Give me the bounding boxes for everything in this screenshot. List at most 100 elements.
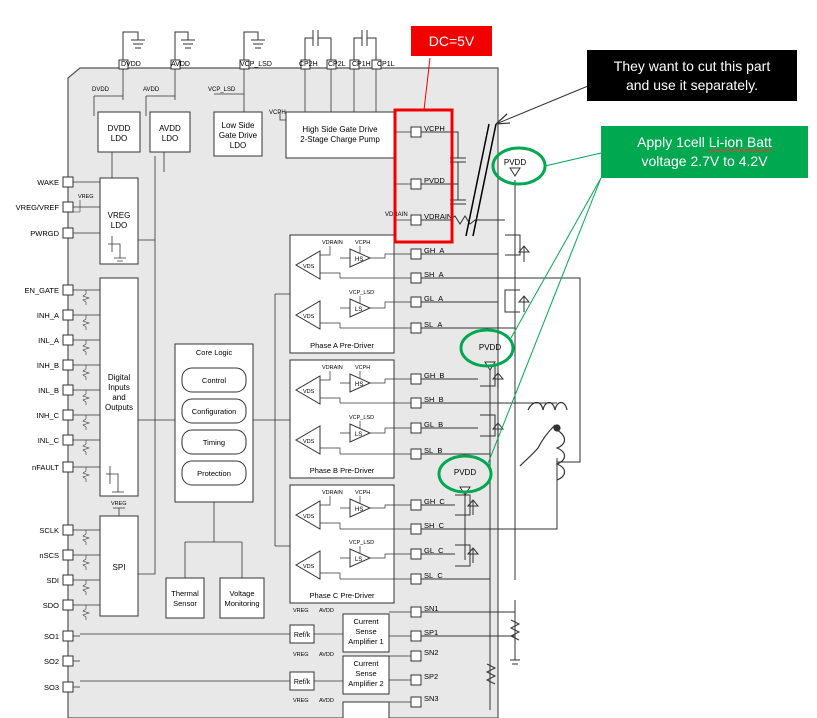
csa1-line1: Current xyxy=(353,617,379,626)
battery-line1-b: Li-ion Batt xyxy=(708,134,772,150)
left-pin-inl-b: INL_B xyxy=(38,384,100,405)
right-pin-sn2: SN2 xyxy=(410,648,439,662)
pd-vdrain-label: VDRAIN xyxy=(322,365,343,371)
right-pin-label: SH_C xyxy=(424,521,445,530)
dc-5v-text: DC=5V xyxy=(428,33,475,49)
battery-line2: voltage 2.7V to 4.2V xyxy=(641,153,768,169)
left-pin-inl-a: INL_A xyxy=(38,334,100,355)
right-pin-sp2: SP2 xyxy=(410,672,438,686)
pd-hs-label: HS xyxy=(355,382,363,388)
right-pin-label: SL_A xyxy=(424,320,442,329)
pd-vcph-label: VCPH xyxy=(355,365,370,371)
voltage-monitoring-block: Voltage Monitoring xyxy=(219,577,265,619)
pvdd-label-3: PVDD xyxy=(454,468,476,477)
pin-cp2l-label: CP2L xyxy=(328,61,346,68)
inner-vreg-spi: VREG xyxy=(111,501,127,507)
left-pin-column: WAKEVREG/VREFPWRGDEN_GATEINH_AINL_AINH_B… xyxy=(16,176,100,693)
cut-part-line2: and use it separately. xyxy=(625,76,759,93)
csa1-line3: Amplifier 1 xyxy=(348,637,383,646)
battery-line1: Apply 1cell Li-ion Batt xyxy=(637,133,772,152)
right-pin-label: VCPH xyxy=(424,124,445,133)
left-pin-label: EN_GATE xyxy=(25,286,59,295)
dc-pointer-line xyxy=(423,57,431,111)
charge-pump-block: High Side Gate Drive 2-Stage Charge Pump xyxy=(285,111,395,159)
internal-wiring xyxy=(138,156,290,578)
left-pin-inh-b: INH_B xyxy=(37,359,100,380)
left-pin-inl-c: INL_C xyxy=(38,434,100,455)
batt-pointer-lines xyxy=(486,152,602,467)
thermal-line2: Sensor xyxy=(173,599,197,608)
cut-part-line1: They want to cut this part xyxy=(613,57,771,74)
right-pin-label: VDRAIN xyxy=(424,212,452,221)
lsgd-line3: LDO xyxy=(230,141,246,150)
timing-label: Timing xyxy=(203,438,225,447)
digital-io-block: Digital Inputs and Outputs xyxy=(99,277,139,497)
pd-vcp-lsd-label: VCP_LSD xyxy=(349,540,374,546)
pvdd-label-1: PVDD xyxy=(504,158,526,167)
right-pin-label: SH_A xyxy=(424,270,444,279)
csa2-line3: Amplifier 2 xyxy=(348,679,383,688)
left-pin-en-gate: EN_GATE xyxy=(25,284,100,305)
csa3-vreg: VREG xyxy=(293,698,309,704)
predriver-title: Phase A Pre-Driver xyxy=(310,341,374,350)
digital-io-line2: Inputs xyxy=(108,383,130,392)
left-pin-sdo: SDO xyxy=(43,599,100,620)
left-pin-label: INH_A xyxy=(37,311,59,320)
left-pin-inh-c: INH_C xyxy=(36,409,100,430)
cut-part-callout: They want to cut this part and use it se… xyxy=(587,50,797,101)
vreg-ldo-block: VREG LDO xyxy=(99,177,139,265)
cut-marks xyxy=(465,123,497,237)
csa2-vreg: VREG xyxy=(293,652,309,658)
pd-vdrain-label: VDRAIN xyxy=(322,490,343,496)
right-pin-label: PVDD xyxy=(424,176,445,185)
inner-vcp-lsd: VCP_LSD xyxy=(208,87,236,93)
pin-dvdd-label: DVDD xyxy=(121,61,141,68)
csa3-avdd: AVDD xyxy=(319,698,334,704)
pd-vcp-lsd-label: VCP_LSD xyxy=(349,415,374,421)
digital-io-line3: and xyxy=(112,393,125,402)
pin-cp1l-label: CP1L xyxy=(377,61,395,68)
right-pin-label: SP1 xyxy=(424,628,438,637)
pd-ls-label: LS xyxy=(355,432,362,438)
left-pin-label: SO1 xyxy=(44,632,59,641)
left-pin-nscs: nSCS xyxy=(39,549,100,570)
spi-label: SPI xyxy=(113,563,126,572)
ref-k-2: Ref/k xyxy=(294,679,311,686)
digital-io-line1: Digital xyxy=(108,373,130,382)
left-pin-label: SDI xyxy=(46,576,59,585)
pin-avdd-label: AVDD xyxy=(171,61,190,68)
left-pin-label: SCLK xyxy=(39,526,59,535)
pd-hs-label: HS xyxy=(355,507,363,513)
left-pin-label: INH_C xyxy=(36,411,59,420)
csa1-avdd: AVDD xyxy=(319,608,334,614)
left-pin-label: SO2 xyxy=(44,657,59,666)
control-label: Control xyxy=(202,376,227,385)
dvdd-ldo-line2: LDO xyxy=(111,134,127,143)
thermal-line1: Thermal xyxy=(171,589,199,598)
left-pin-wake: WAKE xyxy=(37,176,100,188)
battery-line1-a: Apply 1cell xyxy=(637,134,709,150)
ref-k-1: Ref/k xyxy=(294,632,311,639)
pd-vds-label: VDS xyxy=(303,564,315,570)
configuration-label: Configuration xyxy=(192,407,237,416)
left-pin-label: nSCS xyxy=(39,551,59,560)
pd-vcp-lsd-label: VCP_LSD xyxy=(349,290,374,296)
left-pin-label: WAKE xyxy=(37,178,59,187)
pin-cp2h-label: CP2H xyxy=(299,61,318,68)
external-circuitry xyxy=(421,131,581,710)
left-pin-label: VREG/VREF xyxy=(16,203,60,212)
core-logic-title: Core Logic xyxy=(196,348,233,357)
pd-vds-label: VDS xyxy=(303,264,315,270)
vreg-ldo-line2: LDO xyxy=(111,221,127,230)
cut-part-text: They want to cut this part and use it se… xyxy=(614,57,770,95)
right-pin-label: GL_C xyxy=(424,546,444,555)
core-logic-block: Core Logic Control Configuration Timing … xyxy=(174,343,254,503)
left-pin-label: SDO xyxy=(43,601,59,610)
left-pin-so2: SO2 xyxy=(44,655,80,667)
left-pin-so1: SO1 xyxy=(44,630,80,642)
left-pin-label: INL_C xyxy=(38,436,60,445)
lsgd-line1: Low Side xyxy=(222,121,255,130)
dvdd-ldo-line1: DVDD xyxy=(108,124,131,133)
